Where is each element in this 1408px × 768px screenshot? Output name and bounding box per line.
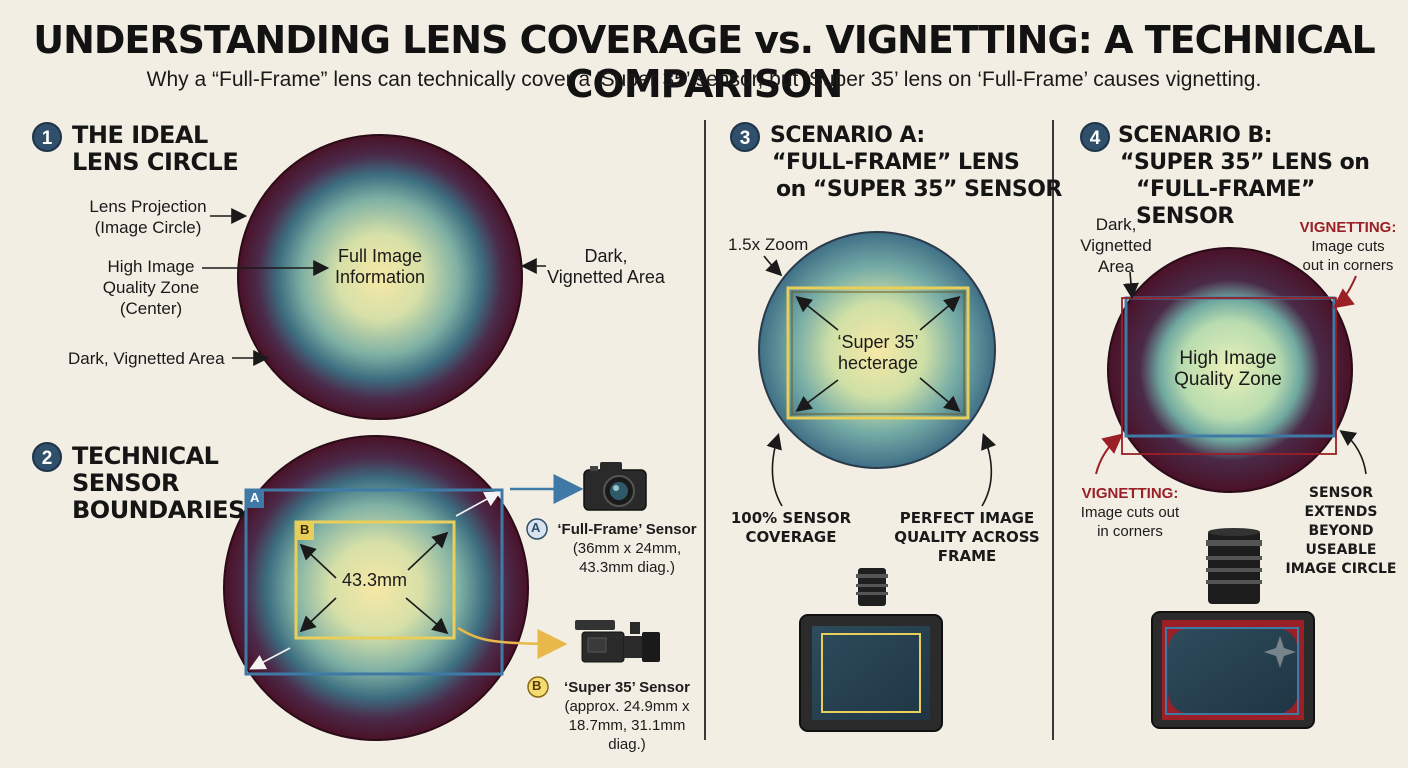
section-2-title-line: SENSOR (72, 469, 179, 497)
caption-line: BEYOND USEABLE (1305, 523, 1377, 558)
sensor-a-tag: A (250, 490, 260, 505)
ideal-lens-circle (237, 134, 523, 420)
dark-vignetted-right-label: Dark, Vignetted Area (544, 246, 668, 288)
sensor-a-marker: A (531, 520, 541, 535)
sensor-lens-circle (223, 435, 529, 741)
label-line: Vignetted (1080, 236, 1152, 255)
high-quality-zone-label: High Image Quality Zone (Center) (86, 256, 216, 319)
caption-line: in corners (1097, 523, 1163, 540)
dark-vignetted-left-label: Dark, Vignetted Area (68, 349, 225, 368)
cinema-camera-icon (575, 620, 660, 663)
caption-line: COVERAGE (745, 528, 837, 546)
vignetting-title: VIGNETTING: (1299, 219, 1397, 236)
caption-line: (approx. 24.9mm x (564, 698, 690, 715)
section-3-title-line: on “SUPER 35” SENSOR (776, 177, 1062, 202)
diagonal-label: 43.3mm (342, 570, 408, 590)
section-3-title-line: “FULL-FRAME” LENS (772, 150, 1020, 175)
label-line: High Image (107, 257, 195, 276)
section-2-title-line: BOUNDARIES (72, 496, 245, 524)
perfect-quality-caption: PERFECT IMAGE QUALITY ACROSS FRAME (894, 509, 1040, 566)
sensor-b-marker: B (532, 678, 542, 693)
caption-line: 43.3mm diag.) (579, 559, 675, 576)
section-2-title: TECHNICAL SENSOR BOUNDARIES (72, 443, 245, 524)
section-3-badge: 3 (730, 122, 760, 152)
section-4-title: SCENARIO B: “SUPER 35” LENS on “FULL-FRA… (1118, 122, 1408, 230)
section-2-badge: 2 (32, 442, 62, 472)
section-1-badge: 1 (32, 122, 62, 152)
section-1-title-line: LENS CIRCLE (72, 148, 239, 176)
caption-line: Image cuts (1311, 238, 1385, 255)
vignetting-top-caption: VIGNETTING: Image cuts out in corners (1290, 218, 1406, 275)
caption-line: IMAGE CIRCLE (1285, 561, 1397, 577)
caption-line: 18.7mm, 31.1mm (568, 717, 686, 734)
label-line: Full Image (337, 246, 423, 266)
label-line: (Image Circle) (94, 218, 202, 237)
section-4-title-line: “FULL-FRAME” SENSOR (1136, 177, 1315, 229)
caption-line: out in corners (1302, 257, 1394, 274)
caption-line: diag.) (608, 736, 646, 753)
super35-sensor-caption: ‘Super 35’ Sensor (approx. 24.9mm x 18.7… (552, 678, 702, 754)
page-title: UNDERSTANDING LENS COVERAGE vs. VIGNETTI… (33, 18, 1376, 106)
label-line: (Center) (119, 299, 183, 318)
dslr-camera-icon (583, 462, 647, 511)
section-4-badge: 4 (1080, 122, 1110, 152)
section-3-title: SCENARIO A: “FULL-FRAME” LENS on “SUPER … (770, 122, 1062, 203)
label-line: Dark, (584, 246, 628, 266)
caption-line: (36mm x 24mm, (572, 540, 682, 557)
caption-line: ‘Full-Frame’ Sensor (557, 521, 697, 538)
caption-line: FRAME (937, 547, 997, 565)
caption-line: ‘Super 35’ Sensor (564, 679, 690, 696)
divider-left (704, 120, 706, 740)
label-line: Dark, (1095, 215, 1137, 234)
label-line: High Image (1179, 348, 1277, 369)
vignetting-bottom-caption: VIGNETTING: Image cuts out in corners (1068, 484, 1192, 541)
caption-line: PERFECT IMAGE (899, 509, 1035, 527)
section-4-title-line: SCENARIO B: (1118, 123, 1273, 148)
caption-line: SENSOR (1308, 485, 1374, 501)
lens-projection-label: Lens Projection (Image Circle) (78, 196, 218, 238)
scenario-b-sensor-icon (1151, 611, 1315, 729)
scenario-a-sensor-icon (799, 614, 943, 732)
scenario-b-center-label: High Image Quality Zone (1168, 348, 1288, 390)
section-2-title-line: TECHNICAL (72, 442, 219, 470)
scenario-a-lens-icon (856, 568, 888, 606)
full-frame-boundary (244, 488, 504, 676)
section-1-title-line: THE IDEAL (72, 121, 208, 149)
sensor-extends-caption: SENSOR EXTENDS BEYOND USEABLE IMAGE CIRC… (1276, 484, 1406, 579)
section-1-title: THE IDEAL LENS CIRCLE (72, 121, 239, 176)
super35-rect-label: ‘Super 35’ hecterage (818, 332, 938, 374)
caption-line: QUALITY ACROSS (894, 528, 1040, 546)
label-line: Quality Zone (102, 278, 200, 297)
scenario-b-lens-circle (1107, 247, 1353, 493)
page-subtitle: Why a “Full-Frame” lens can technically … (146, 68, 1262, 91)
vignetting-title: VIGNETTING: (1081, 485, 1179, 502)
label-line: Lens Projection (89, 197, 207, 216)
sensor-b-tag: B (300, 522, 310, 537)
label-line: hecterage (837, 353, 919, 373)
caption-line: Image cuts out (1080, 504, 1180, 521)
scenario-b-dark-label: Dark, Vignetted Area (1074, 214, 1158, 277)
caption-line: 100% SENSOR (730, 509, 852, 527)
label-line: ‘Super 35’ (837, 332, 919, 352)
caption-line: EXTENDS (1304, 504, 1378, 520)
scenario-a-lens-circle (758, 231, 996, 469)
section-4-title-line: “SUPER 35” LENS on (1120, 150, 1370, 175)
label-line: Quality Zone (1174, 369, 1282, 390)
full-coverage-caption: 100% SENSOR COVERAGE (726, 509, 856, 547)
scenario-b-lens-icon (1206, 528, 1262, 604)
scenario-a-sensor-rect (786, 286, 970, 420)
label-line: Vignetted Area (547, 267, 665, 287)
zoom-label: 1.5x Zoom (728, 235, 809, 254)
full-image-info-label: Full Image Information (320, 246, 440, 288)
label-line: Information (334, 267, 426, 287)
divider-right (1052, 120, 1054, 740)
section-3-title-line: SCENARIO A: (770, 123, 925, 148)
full-frame-sensor-caption: ‘Full-Frame’ Sensor (36mm x 24mm, 43.3mm… (552, 520, 702, 577)
super35-boundary (294, 520, 456, 640)
label-line: Area (1098, 257, 1134, 276)
